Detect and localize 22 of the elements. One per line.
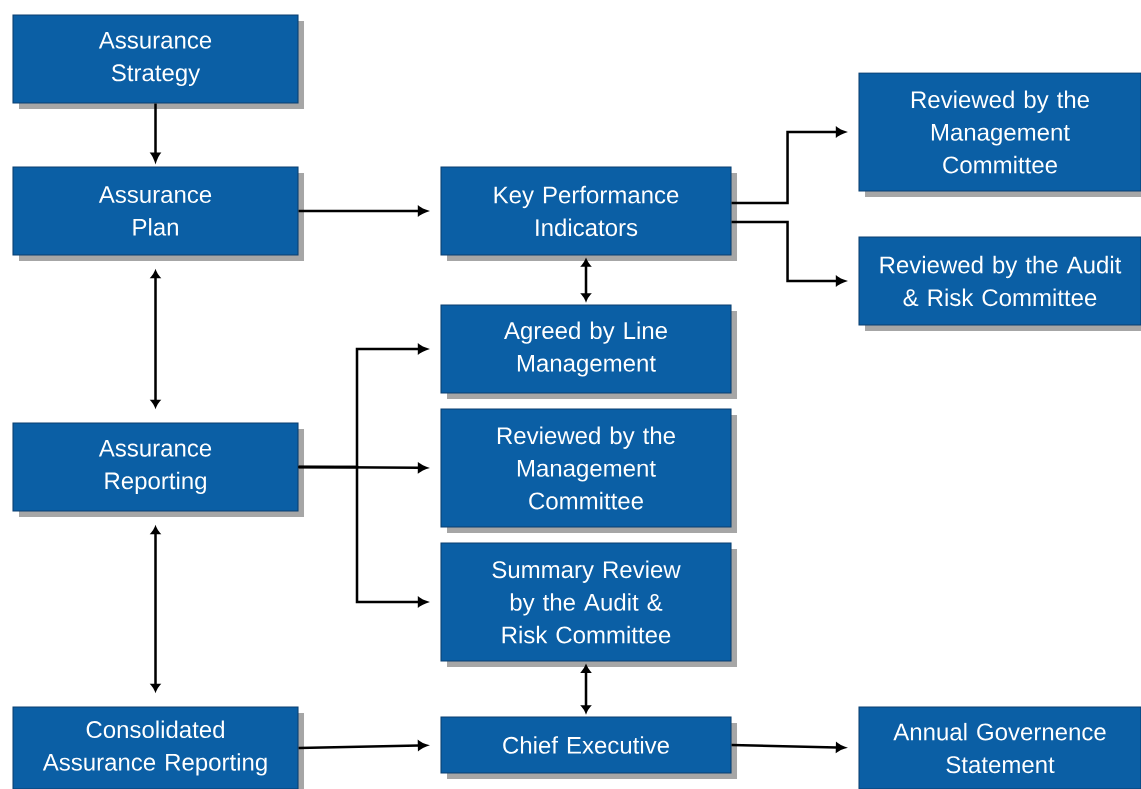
arrow [298, 740, 428, 751]
process-box: Annual Governence Statement [858, 706, 1141, 789]
process-box: Summary Review by the Audit & Risk Committee [440, 542, 737, 667]
arrow [731, 220, 846, 286]
process-box: Reviewed by the Audit & Risk Committee [858, 236, 1141, 331]
process-box: Key Performance Indicators [440, 166, 737, 261]
arrow [298, 206, 428, 216]
process-box: Agreed by Line Management [440, 304, 737, 399]
arrow [581, 258, 591, 302]
arrow [731, 127, 846, 205]
process-box: Consolidated Assurance Reporting [12, 706, 304, 789]
arrow [150, 526, 161, 692]
process-box: Reviewed by the Management Committee [858, 72, 1141, 197]
process-box: Reviewed by the Management Committee [440, 408, 737, 533]
arrow [581, 664, 591, 714]
arrow [731, 742, 846, 753]
process-box: Assurance Reporting [12, 422, 304, 517]
process-box: Assurance Plan [12, 166, 304, 261]
process-box: Assurance Strategy [12, 14, 304, 109]
process-box: Chief Executive [440, 716, 737, 779]
arrow [150, 270, 161, 408]
arrow [298, 465, 428, 607]
